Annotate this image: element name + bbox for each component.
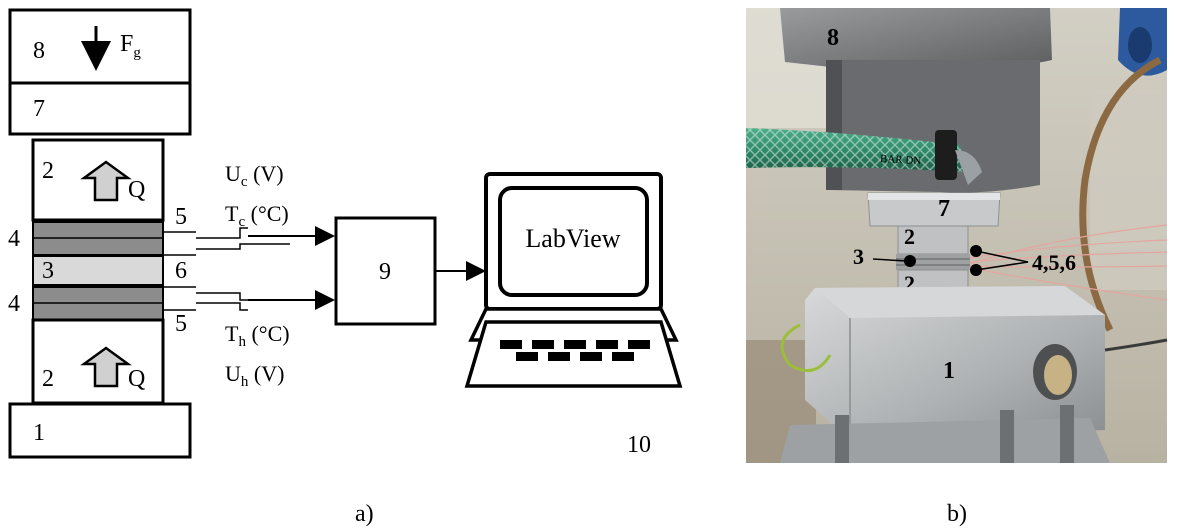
computer-label: 10 — [627, 432, 651, 458]
base-label: 1 — [33, 420, 45, 446]
photo-label-3: 3 — [853, 244, 864, 269]
wires-upper — [163, 226, 335, 256]
heat-label-lower: Q — [128, 366, 145, 392]
photo-block-8 — [780, 8, 1052, 69]
plate-7 — [8, 81, 192, 136]
te-module-3 — [32, 255, 164, 286]
heat-arrow-lower-icon — [80, 346, 132, 388]
caption-a: a) — [355, 501, 374, 527]
screen-text: LabView — [525, 224, 620, 253]
signal-uh: Uh (V) — [225, 361, 284, 390]
heat-arrow-upper-icon — [80, 160, 132, 202]
plate-7-label: 7 — [33, 96, 45, 122]
photo-b: 8 BAR DN 7 2 2 3 — [746, 8, 1168, 527]
thermocouple-wires — [969, 224, 1168, 301]
label-5-lower: 5 — [175, 311, 187, 337]
photo-label-2-lower: 2 — [904, 271, 915, 296]
block-8-label: 8 — [33, 38, 45, 64]
wires-lower — [163, 286, 335, 311]
signal-uc: Uc (V) — [225, 161, 284, 190]
daq-label: 9 — [379, 259, 391, 285]
signal-tc: Tc (°C) — [225, 201, 289, 230]
lower-block-label: 2 — [42, 366, 54, 392]
layer-label-4-lower: 4 — [8, 291, 20, 317]
brown-cable — [1079, 56, 1162, 332]
signal-th: Th (°C) — [225, 321, 290, 350]
schematic-a: 8 Fg 7 2 Q 4 3 4 2 Q 1 5 6 5 Uc (V) T — [8, 8, 683, 527]
layer-label-3: 3 — [42, 258, 54, 284]
layer-label-4-upper: 4 — [8, 226, 20, 252]
daq-box-9 — [334, 216, 437, 326]
heat-label-upper: Q — [128, 177, 145, 203]
computer-10-icon: LabView — [464, 172, 683, 388]
photo-label-2-upper: 2 — [904, 224, 915, 249]
upper-block-label: 2 — [42, 158, 54, 184]
photo-label-8: 8 — [827, 25, 839, 51]
label-6: 6 — [175, 258, 187, 284]
base-1 — [8, 402, 192, 459]
label-5-upper: 5 — [175, 204, 187, 230]
caption-b: b) — [947, 501, 967, 527]
photo-label-456: 4,5,6 — [1032, 250, 1076, 275]
photo-base-1 — [805, 286, 1105, 440]
marker-dot-3 — [904, 255, 916, 267]
photo-label-1: 1 — [943, 358, 955, 384]
photo-upper-block-2 — [897, 225, 969, 255]
hose-print: BAR DN — [880, 153, 922, 167]
force-label: Fg — [120, 31, 141, 61]
photo-label-7: 7 — [938, 196, 950, 222]
